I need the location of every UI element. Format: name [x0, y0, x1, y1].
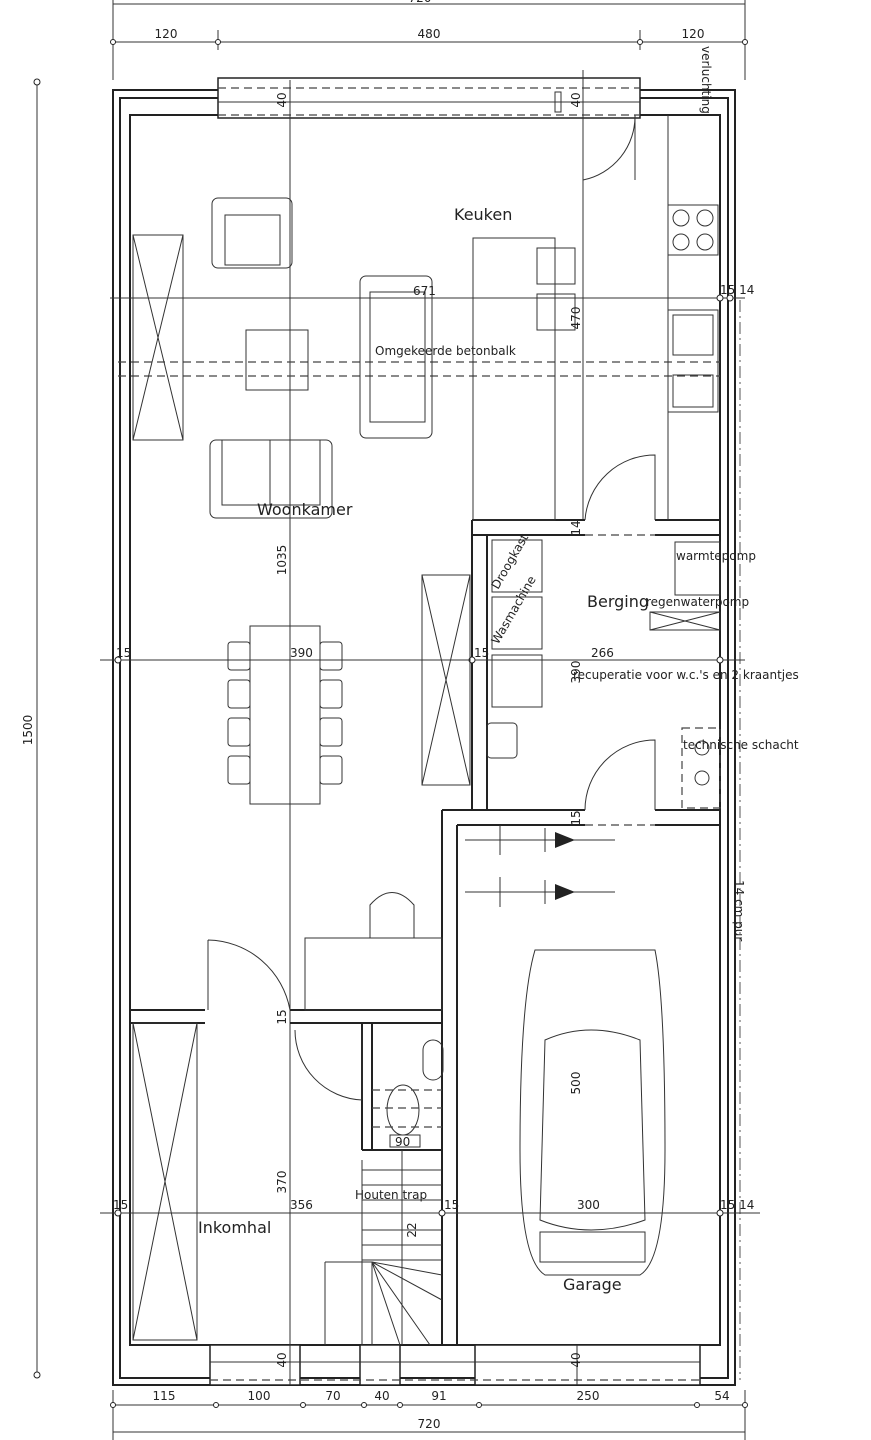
dim-266: 266 — [591, 646, 614, 660]
dim-15-f: 15 — [113, 1198, 128, 1212]
label-warmtepomp: warmtepomp — [676, 549, 756, 563]
top-dimensions: 720 120 480 120 verluchting — [110, 0, 748, 114]
dim-top-2: 480 — [418, 27, 441, 41]
dim-top-total: 720 — [409, 0, 432, 5]
dim-bottom-total: 720 — [418, 1417, 441, 1431]
dim-390-vertical: 390 — [569, 661, 583, 684]
dim-14: 14 — [569, 520, 583, 535]
doors — [207, 114, 656, 1101]
exterior-walls — [112, 70, 741, 1386]
dim-15-a: 15 — [116, 646, 131, 660]
dim-15-d: 15 — [275, 1009, 289, 1024]
dim-470: 470 — [569, 307, 583, 330]
furniture — [132, 197, 721, 1346]
dim-15-c: 15 — [569, 810, 583, 825]
dim-15-14-top: 15 14 — [720, 283, 754, 297]
dim-1035: 1035 — [275, 545, 289, 576]
dim-bottom-5: 91 — [431, 1389, 446, 1403]
dim-window-bottom-right: 40 — [569, 1352, 583, 1367]
dim-window-top-left: 40 — [275, 92, 289, 107]
label-verluchting: verluchting — [699, 46, 713, 114]
room-inkomhal: Inkomhal — [198, 1218, 271, 1237]
label-isolatie: 14 cm pur — [732, 880, 746, 941]
dim-bottom-1: 115 — [153, 1389, 176, 1403]
label-technische-schacht: technische schacht — [683, 738, 799, 752]
room-keuken: Keuken — [454, 205, 512, 224]
room-berging: Berging — [587, 592, 649, 611]
dim-90: 90 — [395, 1135, 410, 1149]
interior-dimensions: 671 470 15 14 1035 390 15 15 266 390 14 … — [113, 283, 754, 1238]
label-houten-trap: Houten trap — [355, 1188, 427, 1202]
dim-left-total: 1500 — [21, 715, 35, 746]
dim-671: 671 — [413, 284, 436, 298]
dim-window-top-right: 40 — [569, 92, 583, 107]
dim-15-b: 15 — [474, 646, 489, 660]
label-recuperatie: recuperatie voor w.c.'s en 2 kraantjes — [573, 668, 799, 682]
label-regenwaterpomp: regenwaterpomp — [646, 595, 749, 609]
dim-window-bottom-left: 40 — [275, 1352, 289, 1367]
dim-300: 300 — [577, 1198, 600, 1212]
dim-top-3: 120 — [682, 27, 705, 41]
dim-bottom-7: 54 — [714, 1389, 729, 1403]
dim-bottom-4: 40 — [374, 1389, 389, 1403]
dim-bottom-2: 100 — [248, 1389, 271, 1403]
dim-top-1: 120 — [155, 27, 178, 41]
grid-lines — [100, 294, 760, 1217]
dim-22: 22 — [405, 1222, 419, 1237]
dim-390-horizontal: 390 — [290, 646, 313, 660]
dim-15-e: 15 — [444, 1198, 459, 1212]
dim-356: 356 — [290, 1198, 313, 1212]
dim-bottom-3: 70 — [325, 1389, 340, 1403]
dim-15-14-bottom: 15 14 — [720, 1198, 754, 1212]
room-garage: Garage — [563, 1275, 622, 1294]
left-dimension: 1500 — [21, 78, 41, 1379]
label-betonbalk: Omgekeerde betonbalk — [375, 344, 516, 358]
dim-bottom-6: 250 — [577, 1389, 600, 1403]
dim-370: 370 — [275, 1171, 289, 1194]
bottom-dimensions: 115 100 70 40 91 250 54 720 — [110, 1389, 748, 1440]
room-woonkamer: Woonkamer — [257, 500, 353, 519]
dim-500: 500 — [569, 1072, 583, 1095]
